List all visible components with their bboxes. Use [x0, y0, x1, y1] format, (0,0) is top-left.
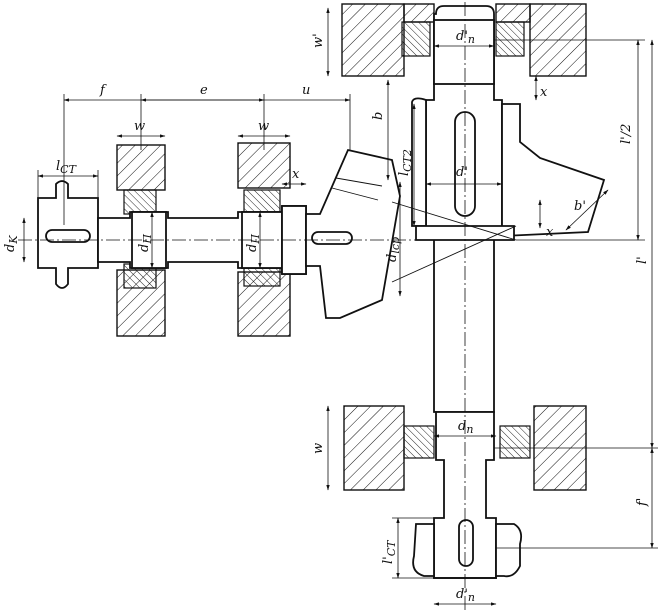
label-d-prime-p-bottom: d'п: [456, 587, 475, 604]
label-l-prime-st: l'CT: [381, 539, 398, 564]
housing-top-inner-left: [403, 3, 435, 23]
label-l-st: lCT: [56, 159, 78, 176]
label-x-top: x: [540, 85, 548, 100]
label-d-lcp: dlcp: [385, 237, 402, 262]
housing-top-left: [341, 3, 405, 77]
horizontal-shaft-group: [18, 142, 420, 337]
label-w-mid: w: [258, 119, 269, 134]
label-w-prime-top: w': [311, 33, 326, 48]
label-f: f: [99, 83, 107, 98]
bearing-bottom-left: [403, 425, 435, 459]
bearing-bottom-right: [499, 425, 531, 459]
label-d-p-mid: dП: [245, 234, 262, 252]
bearing-left-top: [123, 189, 157, 215]
label-b-prime: b': [574, 199, 586, 214]
label-f-prime: f': [635, 498, 650, 507]
label-x-small: x: [292, 167, 300, 182]
bearing-mid-top: [243, 189, 281, 215]
vertical-journal-top: [433, 19, 495, 85]
key-slot-left: [45, 229, 91, 243]
housing-top-inner-right: [495, 3, 531, 23]
label-d-prime: d': [456, 165, 468, 180]
label-w-bottom: w: [311, 443, 326, 454]
key-slot-bottom: [458, 519, 474, 567]
label-u: u: [302, 83, 310, 98]
label-d-k: dK: [3, 235, 20, 252]
dimension-labels: f e u w w lCT dK dП dП x w' d'п x b lCT2…: [3, 29, 650, 604]
cone-line-2: [391, 225, 517, 283]
coupling-bottom: [412, 523, 523, 579]
pinion-tooth-line-1: [331, 187, 379, 201]
label-e: e: [200, 83, 208, 98]
label-l-prime: l': [635, 256, 650, 264]
label-x-right: x: [546, 225, 554, 240]
bearing-top-right: [495, 21, 525, 57]
pinion-bevel-gear: [305, 148, 401, 319]
label-l-prime-half: l'/2: [619, 124, 634, 144]
vertical-shaft-group: [341, 2, 606, 612]
bearing-top-left: [401, 21, 431, 57]
label-w-left: w: [134, 119, 145, 134]
label-l-st2: lCT2: [397, 149, 414, 176]
housing-bottom-left: [343, 405, 405, 491]
label-d-prime-p-top: d'п: [456, 29, 475, 46]
label-d-p-bottom: dп: [458, 419, 473, 436]
pinion-tooth-line-2: [335, 177, 383, 187]
label-d-p-left: dП: [137, 234, 154, 252]
key-slot-pinion: [311, 231, 353, 245]
label-b: b: [371, 112, 386, 120]
dimensions: [22, 7, 658, 606]
housing-left-top: [116, 144, 166, 191]
wheel-hub-right: [501, 103, 606, 237]
